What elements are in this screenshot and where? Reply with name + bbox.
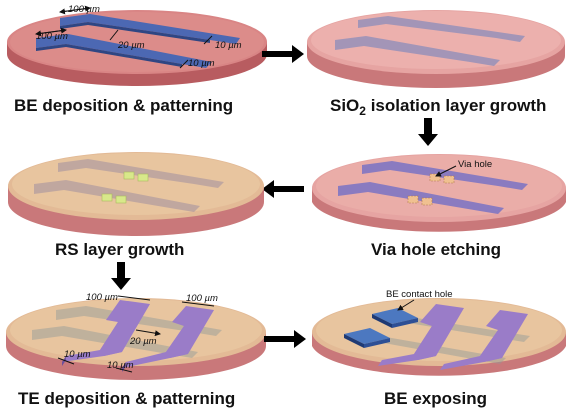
top-electrode-strips [62, 300, 214, 372]
be-end-label-2: 10 µm [188, 58, 215, 69]
be-end-label-1: 10 µm [215, 40, 242, 51]
te-end-label-2: 10 µm [107, 360, 134, 371]
via-holes [407, 173, 455, 206]
panel-be-deposition: 100 µm 100 µm 20 µm 10 µm 10 µm BE depos… [7, 4, 267, 115]
bottom-electrode-strips [36, 14, 240, 68]
be-contact-hole-label: BE contact hole [386, 289, 453, 300]
te-width-right-label: 100 µm [186, 293, 218, 304]
te-gap-label: 20 µm [129, 336, 157, 347]
caption-te-deposition: TE deposition & patterning [18, 389, 235, 408]
arrow-right-icon [264, 330, 306, 348]
arrow-down-icon [418, 118, 438, 146]
caption-sio2-growth: SiO2 isolation layer growth [330, 96, 546, 118]
caption-be-exposing: BE exposing [384, 389, 487, 408]
caption-rs-layer-growth: RS layer growth [55, 240, 184, 259]
caption-via-hole-etching: Via hole etching [371, 240, 501, 259]
be-gap-label: 20 µm [117, 40, 145, 51]
buried-bottom-electrodes [335, 16, 525, 66]
panel-sio2-growth: SiO2 isolation layer growth [307, 10, 565, 118]
exposed-be-pads [344, 308, 418, 348]
te-dimension-marks [57, 295, 215, 373]
arrow-left-icon [262, 180, 304, 198]
caption-be-deposition: BE deposition & patterning [14, 96, 233, 115]
te-end-label-1: 10 µm [64, 349, 91, 360]
te-width-left-label: 100 µm [86, 292, 118, 303]
wafer [312, 154, 566, 232]
bottom-electrodes [338, 161, 528, 214]
top-electrode-strips [378, 304, 528, 370]
via-hole-label: Via hole [458, 159, 492, 170]
arrow-right-icon [262, 45, 304, 63]
arrow-down-icon [111, 262, 131, 290]
be-width-top-label: 100 µm [68, 4, 100, 15]
be-dimension-marks [35, 5, 213, 69]
panel-rs-layer-growth: RS layer growth [8, 152, 264, 259]
panel-te-deposition: 100 µm 100 µm 20 µm 10 µm 10 µm TE depos… [6, 292, 266, 408]
filled-via-holes [101, 171, 149, 204]
panel-be-exposing: BE contact hole BE exposing [312, 289, 566, 408]
be-width-left-label: 100 µm [36, 31, 68, 42]
panel-via-hole-etching: Via hole Via hole etching [312, 154, 566, 259]
